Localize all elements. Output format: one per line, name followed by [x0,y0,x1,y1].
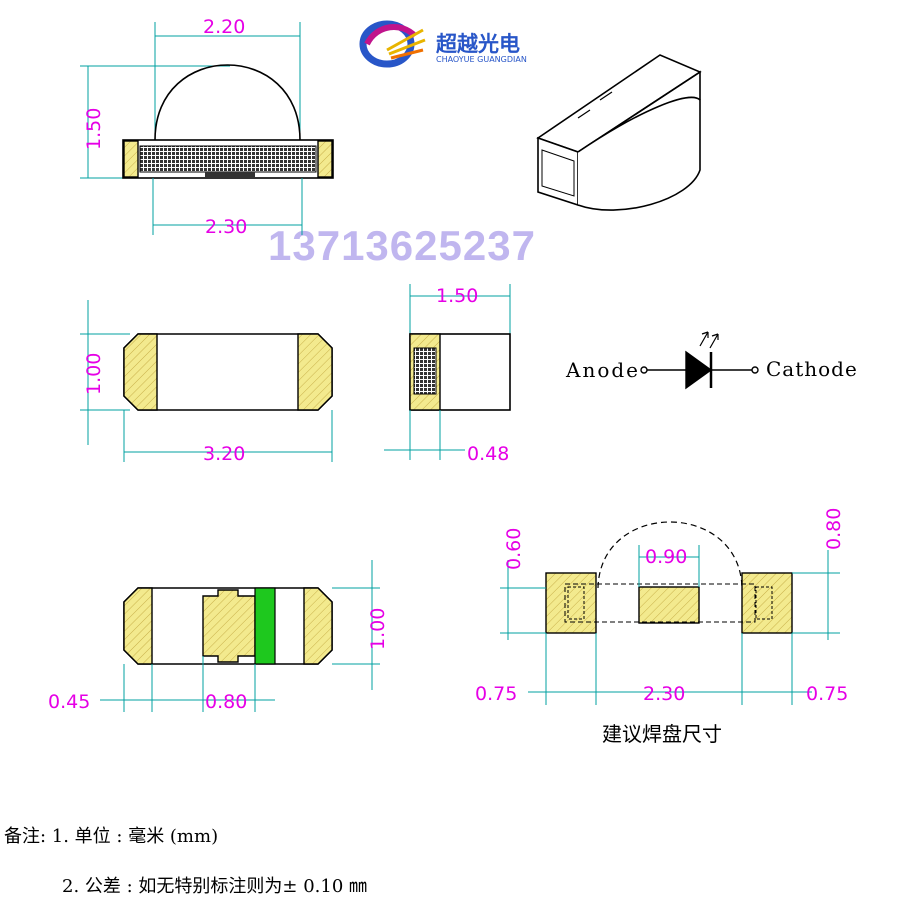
brand-name-cn: 超越光电 [436,32,520,56]
dim-pad-span: 2.30 [643,683,685,705]
dim-top-height: 1.00 [83,353,105,395]
dim-pad-outer-right: 0.75 [806,683,848,705]
dim-end-pad: 0.48 [467,443,509,465]
dim-top-length: 3.20 [203,443,245,465]
dim-side-height: 1.50 [83,108,105,150]
led-diode-icon [640,331,759,390]
side-view: 2.20 1.50 2.30 [80,16,334,238]
dim-side-top: 2.20 [203,16,245,38]
dim-side-bottom: 2.30 [205,216,247,238]
pad-layout: 0.60 0.80 0.90 0.75 2.30 0.75 [475,508,848,705]
dim-pad-outer-left: 0.75 [475,683,517,705]
brand-name-en: CHAOYUE GUANGDIAN [436,55,527,64]
anode-label: Anode [566,358,641,382]
dim-end-width: 1.50 [436,285,478,307]
dim-bottom-height: 1.00 [367,608,389,650]
logo-swirl-icon [359,20,426,68]
dim-pad-left-height: 0.60 [503,528,525,570]
top-view: 1.00 3.20 [80,300,333,465]
dim-pad-center: 0.90 [645,546,687,568]
cathode-label: Cathode [766,357,858,381]
brand-logo-icon [357,14,429,72]
phone-watermark: 13713625237 [268,222,536,269]
dim-bottom-center: 0.80 [205,691,247,713]
note-line-1: 备注: 1. 单位 : 毫米 (mm) [4,826,219,847]
bottom-view: 1.00 0.45 0.80 [48,560,389,713]
polarity-mark [254,587,276,665]
dim-pad-right-height: 0.80 [823,508,845,550]
end-view: 1.50 0.48 [384,284,511,465]
dim-bottom-left: 0.45 [48,691,90,713]
note-line-2: 2. 公差 : 如无特别标注则为± 0.10 ㎜ [62,876,368,897]
iso-view [536,54,702,211]
pad-layout-caption: 建议焊盘尺寸 [602,722,722,746]
